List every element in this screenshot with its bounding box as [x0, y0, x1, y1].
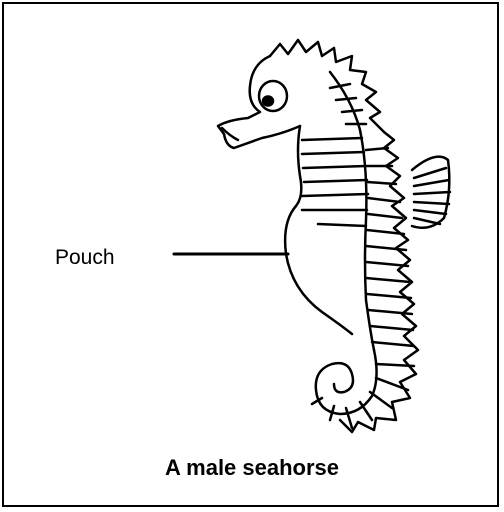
tail-ridges	[312, 364, 414, 428]
eye	[259, 81, 287, 111]
chest-front	[296, 126, 301, 206]
dorsal-fin	[412, 157, 450, 228]
coronet	[270, 40, 384, 132]
pouch-label: Pouch	[55, 246, 115, 270]
body-ridges	[302, 84, 414, 346]
tail	[316, 350, 377, 414]
pupil	[263, 97, 273, 106]
figure-caption: A male seahorse	[0, 455, 504, 481]
